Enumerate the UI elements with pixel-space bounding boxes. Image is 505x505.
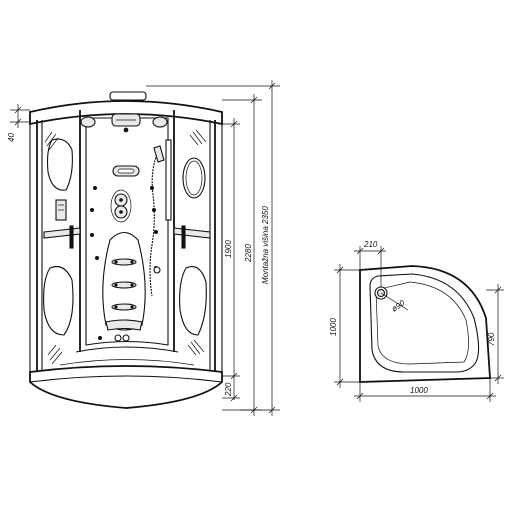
ceiling-light-left	[80, 116, 96, 128]
dim-top-offset-label: 40	[7, 133, 16, 142]
glass-decor-right-bottom	[179, 266, 207, 336]
lower-jet-left	[98, 336, 102, 340]
dim-top-offset: 40	[7, 104, 30, 142]
dim-side-depth: 790	[486, 284, 504, 384]
dim-panel-height-label: 2280	[244, 244, 253, 263]
glass-reflections	[44, 129, 207, 365]
dim-width: 1000	[354, 378, 496, 402]
tray-basin-bottom	[375, 281, 469, 365]
ceiling-light-right	[152, 116, 168, 128]
mirror-inner	[185, 160, 203, 196]
front-view: 40 1900 220 2280	[7, 80, 280, 416]
dim-seat-height-label: 220	[224, 382, 233, 397]
side-jets-left	[90, 186, 99, 260]
hose-connector	[153, 266, 161, 274]
roof-cap	[109, 91, 147, 101]
dim-cabin-height-label: 1900	[224, 240, 233, 258]
shelf-right-handle	[181, 225, 186, 249]
dim-panel-height: 2280	[222, 94, 262, 416]
dim-mounting-height-label: Montažna višina 2350	[261, 206, 270, 284]
dim-depth-label: 1000	[329, 318, 338, 336]
dim-side-depth-label: 790	[487, 332, 496, 346]
dim-width-label: 1000	[410, 386, 428, 395]
shower-head-nozzle	[123, 127, 129, 133]
top-view: ø90 210 1000 1000	[329, 240, 504, 402]
shelf-right	[173, 227, 211, 239]
dim-drain-offset-label: 210	[363, 240, 378, 249]
tray-inner-curve	[75, 346, 179, 353]
control-panel-display	[117, 168, 135, 174]
glass-decor-left-bottom	[43, 265, 74, 336]
dim-depth: 1000	[329, 264, 360, 388]
tray-edge	[29, 375, 223, 383]
massage-backrest	[102, 231, 146, 331]
foot-massager	[114, 334, 130, 342]
tray-inner-curve-2	[59, 359, 195, 366]
shower-rail	[165, 139, 172, 221]
hand-shower	[153, 145, 165, 163]
seat	[105, 319, 143, 331]
dim-drain-offset: 210	[354, 240, 386, 287]
shelf-left-handle	[69, 225, 74, 249]
shower-tray	[29, 365, 223, 409]
shelf-left	[43, 227, 81, 239]
mixer-plate	[110, 189, 132, 223]
glass-decor-left-top	[46, 138, 73, 191]
dim-cabin-height: 1900	[222, 118, 240, 400]
knob-center-top	[119, 198, 123, 202]
mirror	[182, 157, 206, 199]
dim-mounting-height: Montažna višina 2350	[146, 80, 280, 416]
knob-center-bottom	[119, 210, 123, 214]
dim-seat-height: 220	[222, 382, 240, 402]
massage-jets	[111, 258, 137, 311]
